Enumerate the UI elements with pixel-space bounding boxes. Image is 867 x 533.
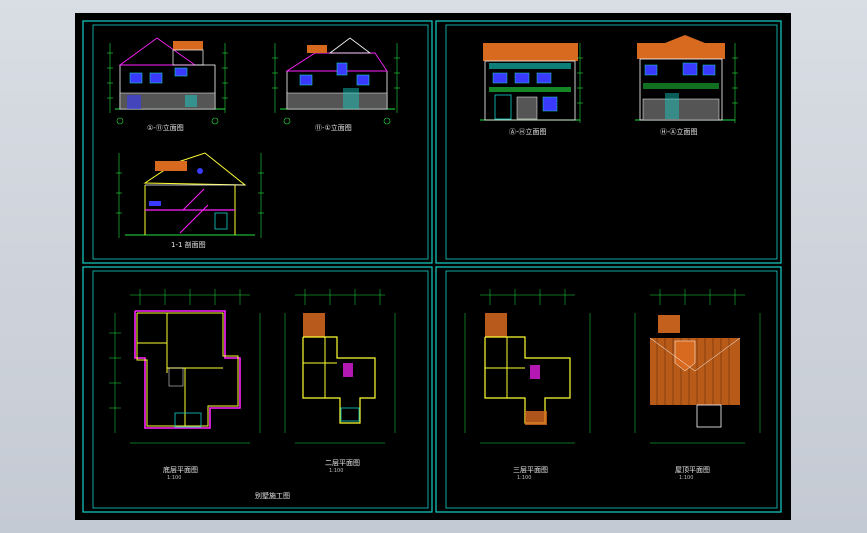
elevation-3-title: Ⓐ-Ⓗ立面图	[509, 128, 547, 136]
elevation-1-drawing[interactable]	[107, 37, 228, 125]
drawing-canvas[interactable]	[75, 13, 791, 520]
sheet-caption: 别墅施工图	[255, 492, 290, 500]
section-1-1-drawing[interactable]	[116, 152, 264, 238]
roof-plan-scale: 1:100	[679, 475, 694, 481]
panel-bottom-right-inner	[445, 270, 778, 509]
cad-drawing-viewport[interactable]: ①-⑪立面图 ⑪-①立面图 1-1 剖面图 Ⓐ-Ⓗ立面图 Ⓗ-Ⓐ立面图 底层平面…	[75, 13, 791, 520]
elevation-3-drawing[interactable]	[480, 43, 583, 123]
roof-plan-drawing[interactable]	[634, 289, 761, 444]
plan-2-title: 二层平面图	[325, 459, 360, 467]
panel-bottom-left-inner	[92, 270, 429, 509]
plan-3-title: 三层平面图	[513, 466, 548, 474]
floor-plan-1-drawing[interactable]	[109, 289, 261, 444]
floor-plan-3-drawing[interactable]	[464, 289, 591, 444]
sheet-frames	[82, 20, 782, 513]
elevation-2-drawing[interactable]	[272, 37, 400, 125]
panel-top-right-inner	[445, 24, 778, 260]
elevation-1-title: ①-⑪立面图	[147, 124, 184, 132]
panel-bottom-left-frame	[82, 266, 433, 513]
plan-1-title: 底层平面图	[163, 466, 198, 474]
plan-1-scale: 1:100	[167, 475, 182, 481]
panel-top-right-frame	[435, 20, 782, 264]
elevation-4-title: Ⓗ-Ⓐ立面图	[660, 128, 698, 136]
plan-2-scale: 1:100	[329, 468, 344, 474]
floor-plan-2-drawing[interactable]	[284, 289, 396, 444]
panel-bottom-right-frame	[435, 266, 782, 513]
panel-top-left-inner	[92, 24, 429, 260]
panel-top-left-frame	[82, 20, 433, 264]
elevation-2-title: ⑪-①立面图	[315, 124, 352, 132]
roof-plan-title: 屋顶平面图	[675, 466, 710, 474]
elevation-4-drawing[interactable]	[635, 35, 738, 123]
section-1-1-title: 1-1 剖面图	[171, 241, 206, 249]
plan-3-scale: 1:100	[517, 475, 532, 481]
